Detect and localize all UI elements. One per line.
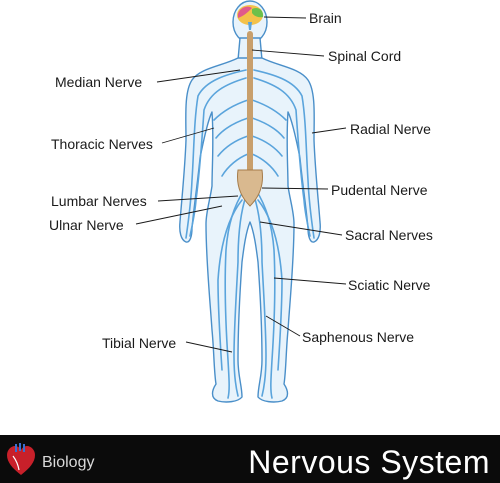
nerve-network (185, 69, 315, 399)
brain-stem (248, 22, 252, 30)
brain-occipital (252, 7, 264, 18)
label-spinal-cord: Spinal Cord (328, 48, 402, 64)
nerve-arm-right-2 (253, 77, 311, 237)
leader-sacral-nerves (259, 221, 343, 236)
footer-bar: Biology Nervous System (0, 435, 500, 483)
label-pudental-nerve: Pudental Nerve (331, 182, 428, 198)
label-lumbar-nerves: Lumbar Nerves (51, 193, 147, 209)
label-ulnar-nerve: Ulnar Nerve (49, 217, 124, 233)
spine (237, 31, 263, 207)
leader-tibial-nerve (185, 341, 233, 353)
nerve-leg-right-2 (253, 195, 267, 397)
label-median-nerve: Median Nerve (55, 74, 143, 90)
label-thoracic-nerves: Thoracic Nerves (51, 136, 153, 152)
nerve-leg-left-2 (233, 195, 247, 397)
nerve-thorax-left (213, 99, 249, 177)
nerve-leg-left-3 (217, 199, 243, 371)
body-figure (135, 0, 347, 403)
leader-median-nerve (156, 69, 241, 83)
footer-title: Nervous System (248, 444, 490, 480)
nerve-leg-right-3 (257, 199, 283, 371)
sacrum (237, 169, 263, 207)
leader-spinal-cord (251, 49, 325, 57)
leader-sciatic-nerve (273, 277, 347, 285)
label-sciatic-nerve: Sciatic Nerve (348, 277, 431, 293)
brain-frontal (238, 6, 252, 19)
nerve-arm-right (253, 69, 315, 239)
label-saphenous-nerve: Saphenous Nerve (302, 329, 415, 345)
label-sacral-nerves: Sacral Nerves (345, 227, 433, 243)
leader-pudental-nerve (261, 187, 329, 190)
label-tibial-nerve: Tibial Nerve (102, 335, 177, 351)
heart-icon (7, 443, 35, 475)
nerve-arm-left-2 (189, 77, 247, 237)
nerve-arm-left (185, 69, 247, 239)
leader-ulnar-nerve (135, 205, 223, 225)
body-outline (179, 57, 321, 403)
leader-saphenous-nerve (265, 315, 301, 337)
leader-lines (135, 16, 347, 353)
leader-radial-nerve (311, 127, 347, 134)
label-radial-nerve: Radial Nerve (350, 121, 431, 137)
leader-lumbar-nerves (157, 195, 239, 202)
leader-thoracic-nerves (161, 127, 215, 144)
footer-brand: Biology (42, 454, 95, 471)
leader-brain (263, 16, 307, 19)
brain (237, 5, 264, 30)
nerve-thorax-right (251, 99, 287, 177)
label-brain: Brain (309, 10, 342, 26)
